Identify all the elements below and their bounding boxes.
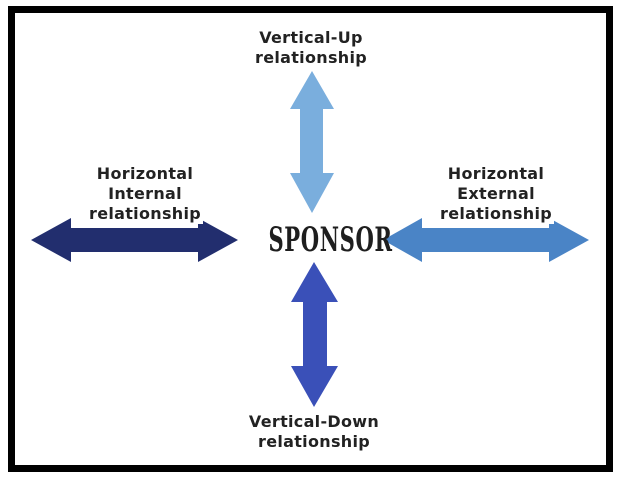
horizontal-external-label-line2: External bbox=[457, 184, 535, 203]
horizontal-internal-label-line1: Horizontal bbox=[96, 164, 194, 183]
horizontal-internal-label: Horizontal Internal relationship bbox=[60, 164, 230, 224]
vertical-down-label-line1: Vertical-Down bbox=[248, 412, 380, 431]
vertical-up-label-line2: relationship bbox=[255, 48, 367, 67]
vertical-up-label-line1: Vertical-Up bbox=[259, 28, 363, 47]
horizontal-external-label-line3: relationship bbox=[438, 204, 554, 224]
horizontal-internal-arrow bbox=[31, 218, 238, 262]
horizontal-external-label-line1: Horizontal bbox=[447, 164, 545, 183]
vertical-up-label: Vertical-Up relationship bbox=[226, 28, 396, 68]
horizontal-external-arrow bbox=[383, 218, 589, 262]
horizontal-internal-label-line2: Internal bbox=[108, 184, 182, 203]
horizontal-internal-label-line3: relationship bbox=[87, 204, 203, 224]
vertical-up-arrow bbox=[290, 71, 334, 213]
vertical-down-arrow bbox=[291, 262, 338, 407]
vertical-down-label-line2: relationship bbox=[258, 432, 370, 451]
sponsor-title: SPONSOR bbox=[268, 220, 393, 260]
horizontal-external-label: Horizontal External relationship bbox=[411, 164, 581, 224]
vertical-down-label: Vertical-Down relationship bbox=[226, 412, 402, 452]
